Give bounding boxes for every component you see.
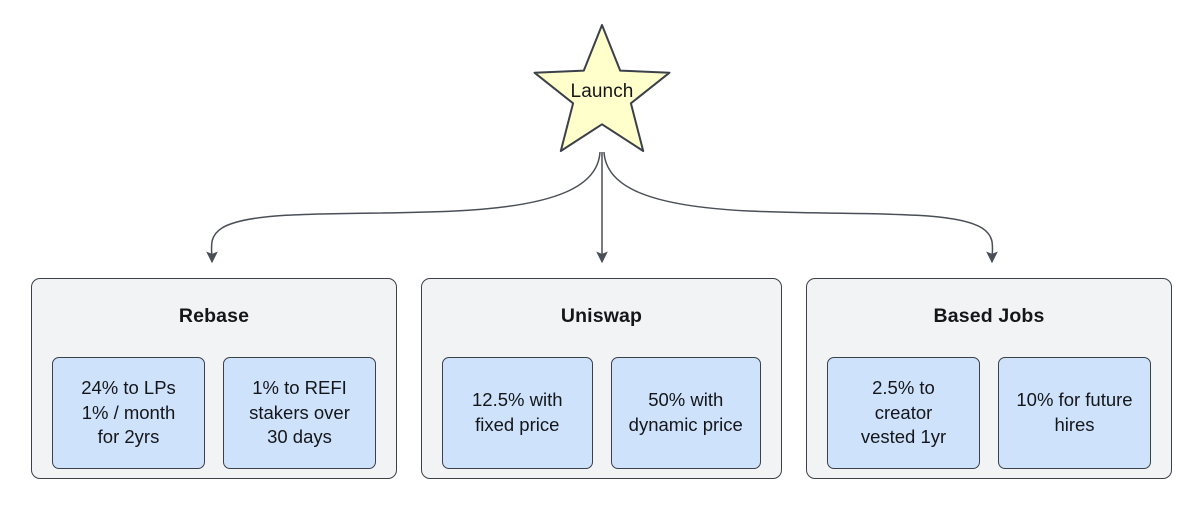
node-launch-label: Launch [570,80,634,102]
group-based-jobs[interactable]: Based Jobs 2.5% to creator vested 1yr 10… [806,278,1172,479]
group-uniswap[interactable]: Uniswap 12.5% with fixed price 50% with … [421,278,782,479]
group-rebase[interactable]: Rebase 24% to LPs 1% / month for 2yrs 1%… [31,278,397,479]
leaf-based-jobs-future-hires[interactable]: 10% for future hires [998,357,1151,469]
group-rebase-items: 24% to LPs 1% / month for 2yrs 1% to REF… [32,357,396,469]
leaf-rebase-lps[interactable]: 24% to LPs 1% / month for 2yrs [52,357,205,469]
node-launch[interactable]: Launch [530,22,674,154]
group-rebase-title: Rebase [178,305,250,327]
edge-launch-to-rebase [206,151,601,264]
group-uniswap-title: Uniswap [560,305,643,327]
group-based-jobs-title: Based Jobs [933,305,1045,327]
group-based-jobs-items: 2.5% to creator vested 1yr 10% for futur… [807,357,1171,469]
star-icon [533,24,671,152]
leaf-based-jobs-creator[interactable]: 2.5% to creator vested 1yr [827,357,980,469]
group-uniswap-items: 12.5% with fixed price 50% with dynamic … [422,357,781,469]
leaf-rebase-refi-stakers[interactable]: 1% to REFI stakers over 30 days [223,357,376,469]
edge-launch-to-based [603,151,998,264]
leaf-uniswap-fixed-price[interactable]: 12.5% with fixed price [442,357,593,469]
leaf-uniswap-dynamic-price[interactable]: 50% with dynamic price [610,357,761,469]
